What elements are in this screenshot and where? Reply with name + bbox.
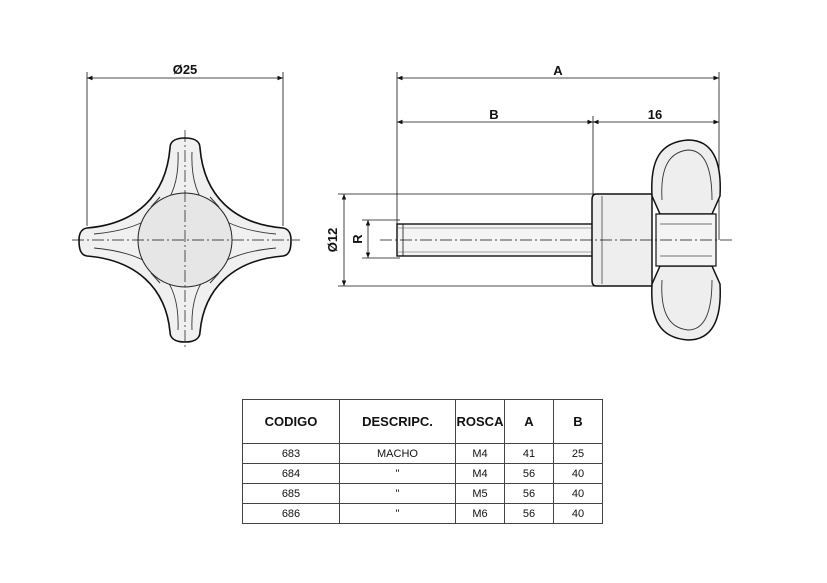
cell-codigo: 683: [242, 443, 340, 464]
cell-descripcion: ": [339, 463, 456, 484]
cell-b: 40: [553, 463, 603, 484]
dim-diameter-knob-label: Ø25: [173, 62, 198, 77]
dim-total-length-label: A: [553, 63, 563, 78]
dim-thread-length-label: B: [489, 107, 498, 122]
cell-rosca: M4: [455, 443, 505, 464]
header-codigo: CODIGO: [242, 399, 340, 444]
cell-a: 41: [504, 443, 554, 464]
dim-thread-label: R: [350, 234, 365, 244]
dim-knob-width-label: 16: [648, 107, 662, 122]
table-row: 684 " M4 56 40: [242, 463, 603, 484]
cell-descripcion: ": [339, 503, 456, 524]
cell-codigo: 685: [242, 483, 340, 504]
cell-descripcion: MACHO: [339, 443, 456, 464]
cell-rosca: M4: [455, 463, 505, 484]
cell-rosca: M5: [455, 483, 505, 504]
side-view-knob: [338, 72, 732, 341]
header-rosca: ROSCA: [455, 399, 505, 444]
cell-a: 56: [504, 463, 554, 484]
table-row: 685 " M5 56 40: [242, 483, 603, 504]
cell-codigo: 686: [242, 503, 340, 524]
header-descripcion: DESCRIPC.: [339, 399, 456, 444]
table-row: 683 MACHO M4 41 25: [242, 443, 603, 464]
table-header-row: CODIGO DESCRIPC. ROSCA A B: [242, 399, 603, 444]
specification-table: CODIGO DESCRIPC. ROSCA A B 683 MACHO M4 …: [242, 399, 603, 524]
cell-codigo: 684: [242, 463, 340, 484]
cell-b: 25: [553, 443, 603, 464]
table-row: 686 " M6 56 40: [242, 503, 603, 524]
header-b: B: [553, 399, 603, 444]
cell-rosca: M6: [455, 503, 505, 524]
cell-b: 40: [553, 483, 603, 504]
dim-diameter-hub-label: Ø12: [325, 228, 340, 253]
cell-a: 56: [504, 483, 554, 504]
cell-a: 56: [504, 503, 554, 524]
cell-b: 40: [553, 503, 603, 524]
cell-descripcion: ": [339, 483, 456, 504]
front-view-knob: [72, 72, 300, 350]
header-a: A: [504, 399, 554, 444]
